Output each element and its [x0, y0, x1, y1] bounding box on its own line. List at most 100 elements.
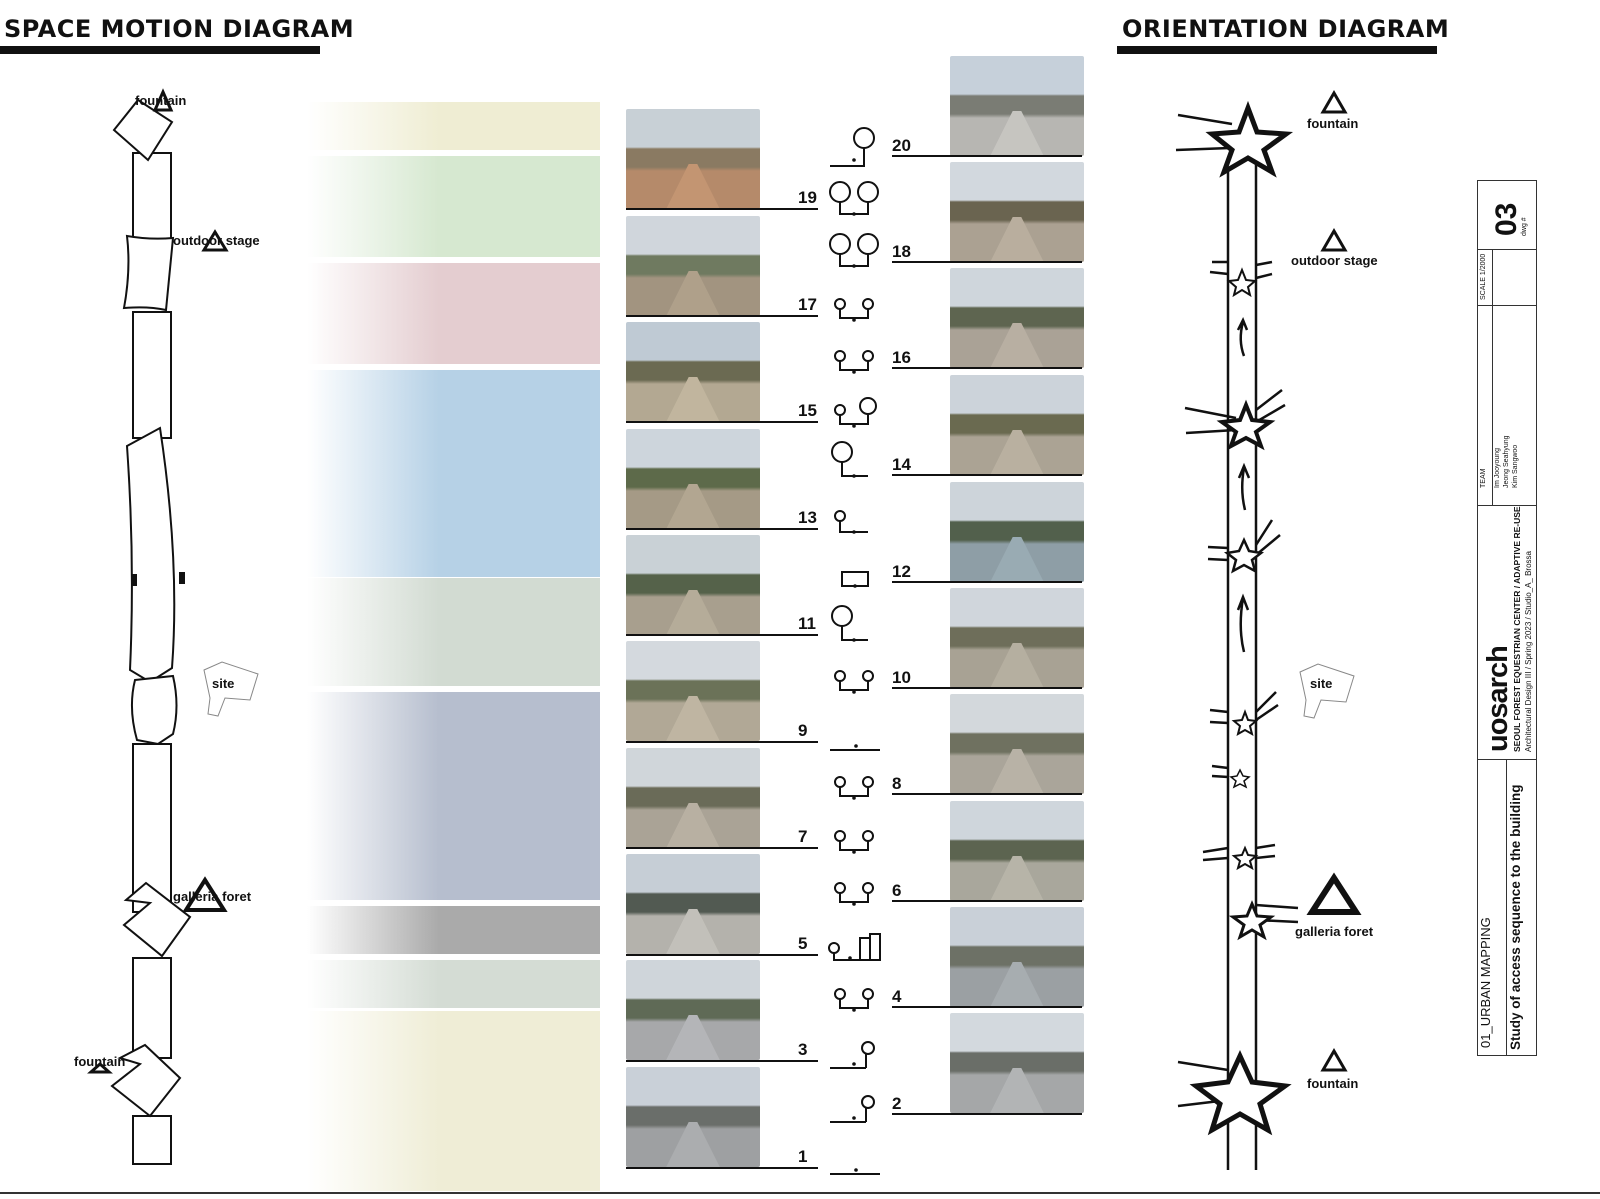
photo-underline — [892, 155, 1082, 157]
route-photo — [950, 907, 1084, 1007]
enclosure-symbol — [828, 933, 881, 961]
photo-underline — [892, 1006, 1082, 1008]
enclosure-symbol — [834, 988, 874, 1012]
route-photo — [626, 109, 760, 209]
photo-underline — [626, 315, 818, 317]
photo-underline — [626, 421, 818, 423]
school-logo: uosarch — [1482, 646, 1514, 752]
route-photo — [626, 322, 760, 422]
path-segment — [132, 311, 172, 439]
enclosure-symbol — [830, 1168, 880, 1175]
route-photo — [950, 482, 1084, 582]
fountain-node-top — [112, 98, 174, 162]
route-photo — [950, 375, 1084, 475]
fountain-triangle-icon — [1320, 1048, 1348, 1072]
small-star-icon — [1229, 768, 1251, 789]
color-band — [307, 578, 600, 686]
photo-underline — [626, 741, 818, 743]
landmark-label-galleria-foret: galleria foret — [173, 889, 252, 904]
sequence-number: 7 — [798, 827, 808, 846]
route-photo — [626, 854, 760, 954]
route-photo — [950, 162, 1084, 262]
photo-underline — [626, 1060, 818, 1062]
enclosure-symbol — [830, 744, 880, 751]
site-outline — [203, 661, 259, 717]
star-icon — [1228, 900, 1276, 941]
orientation-label-fountain: fountain — [1307, 1076, 1359, 1091]
photo-underline — [892, 900, 1082, 902]
sheet-title: Study of access sequence to the building — [1508, 784, 1523, 1050]
path-segment — [132, 152, 172, 240]
outdoor-stage-triangle-icon — [1320, 228, 1348, 252]
photo-underline — [892, 793, 1082, 795]
path-segment — [122, 234, 175, 312]
drawing-number-label: dwg # — [1521, 217, 1528, 236]
photo-underline — [626, 208, 818, 210]
orientation-path — [1175, 90, 1362, 1170]
sequence-number: 9 — [798, 721, 808, 740]
route-photo — [626, 1067, 760, 1167]
outdoor-stage-marker-icon — [201, 229, 229, 252]
orientation-label-galleria-foret: galleria foret — [1295, 924, 1374, 939]
enclosure-symbol — [830, 127, 875, 167]
fountain-marker-icon — [87, 1061, 113, 1074]
photo-underline — [626, 528, 818, 530]
sequence-number: 19 — [798, 188, 817, 207]
scale-label: SCALE 1/2000 — [1480, 253, 1487, 300]
photo-underline — [892, 367, 1082, 369]
star-icon — [1216, 399, 1276, 451]
enclosure-symbol — [830, 1041, 875, 1069]
photo-underline — [892, 687, 1082, 689]
sequence-number: 8 — [892, 774, 902, 793]
galleria-triangle-icon — [1306, 872, 1362, 915]
photo-underline — [892, 474, 1082, 476]
enclosure-symbol-column — [828, 127, 881, 1175]
route-photo — [950, 56, 1084, 156]
fountain-node-bottom — [110, 1043, 182, 1118]
color-band — [307, 263, 600, 364]
sequence-number: 6 — [892, 881, 902, 900]
path-segment — [131, 674, 178, 746]
route-photo — [626, 641, 760, 741]
team-member: Kim Sangwoo — [1512, 444, 1519, 488]
galleria-marker-icon — [182, 876, 228, 912]
orientation-label-outdoor-stage: outdoor stage — [1291, 253, 1378, 268]
space-motion-heading-bar — [0, 46, 320, 54]
route-photo — [950, 1013, 1084, 1113]
enclosure-symbol — [834, 397, 877, 428]
sequence-number: 11 — [798, 614, 816, 633]
team-label: TEAM — [1480, 468, 1487, 488]
orientation-label-fountain: fountain — [1307, 116, 1359, 131]
sequence-number: 3 — [798, 1040, 808, 1059]
photo-underline — [892, 1113, 1082, 1115]
sequence-number: 20 — [892, 136, 911, 155]
site-outline — [1299, 663, 1355, 719]
color-band — [307, 102, 600, 150]
sequence-number: 15 — [798, 401, 817, 420]
route-photo — [626, 216, 760, 316]
sequence-number: 4 — [892, 987, 902, 1006]
enclosure-symbol — [830, 1095, 875, 1123]
small-star-icon — [1231, 845, 1259, 871]
galleria-node — [122, 881, 192, 958]
enclosure-symbol — [834, 776, 874, 800]
enclosure-symbol — [834, 670, 874, 694]
big-star-icon — [1205, 100, 1294, 178]
space-motion-heading: SPACE MOTION DIAGRAM — [4, 15, 355, 43]
sequence-number: 10 — [892, 668, 911, 687]
route-photo — [626, 535, 760, 635]
title-block — [1477, 180, 1537, 1056]
color-band — [307, 960, 600, 1008]
color-band — [307, 370, 600, 577]
small-star-icon — [1226, 267, 1258, 298]
enclosure-symbol — [829, 233, 879, 268]
route-photo — [950, 694, 1084, 794]
sequence-number: 5 — [798, 934, 808, 953]
team-member: Jeong Seahyung — [1503, 435, 1510, 488]
enclosure-symbol — [831, 441, 868, 478]
space-motion-path — [87, 88, 259, 1165]
sequence-number: 14 — [892, 455, 911, 474]
fountain-marker-icon — [152, 88, 174, 112]
bottom-border — [0, 1192, 1600, 1194]
landmark-label-fountain: fountain — [135, 93, 187, 108]
